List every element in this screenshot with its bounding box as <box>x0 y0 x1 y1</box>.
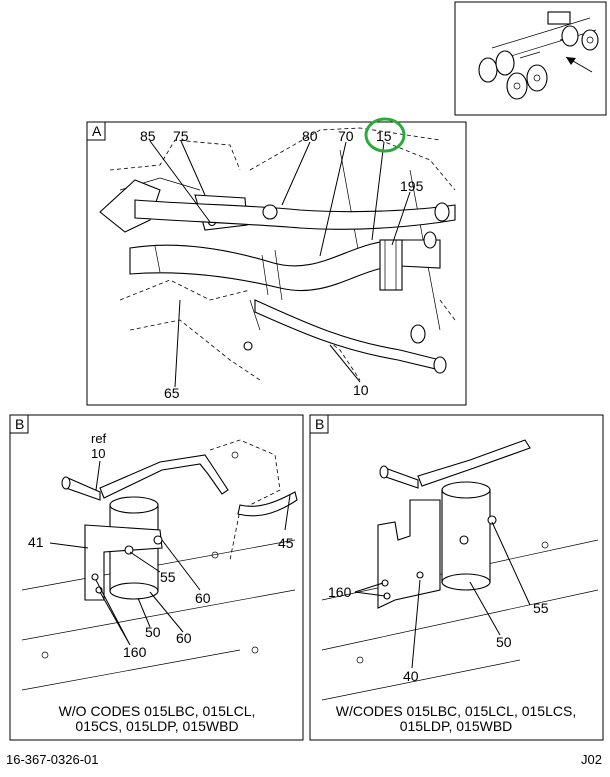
callout-80: 80 <box>302 128 318 144</box>
panel-b-right-caption-line2: 015LDP, 015WBD <box>400 718 513 734</box>
callout-10: 10 <box>353 382 369 398</box>
panel-a-tag-box <box>86 121 106 141</box>
panel-b-left-caption-line2: 015CS, 015LDP, 015WBD <box>75 718 238 734</box>
footer-page-code: J02 <box>581 752 602 767</box>
callout-60-upper: 60 <box>195 590 211 606</box>
callout-70: 70 <box>338 128 354 144</box>
callout-10: 10 <box>91 446 105 461</box>
callout-ref: ref <box>91 431 107 446</box>
panel-a: A 85 75 80 70 15 195 65 <box>86 117 467 406</box>
callout-41: 41 <box>28 534 44 550</box>
footer-part-number: 16-367-0326-01 <box>6 752 99 767</box>
callout-15: 15 <box>376 128 392 144</box>
panel-b-right-tag: B <box>315 416 324 432</box>
callout-55: 55 <box>160 569 176 585</box>
callout-55: 55 <box>533 600 549 616</box>
callout-50: 50 <box>496 634 512 650</box>
panel-b-left-caption-line1: W/O CODES 015LBC, 015LCL, <box>59 703 256 719</box>
callout-50: 50 <box>145 624 161 640</box>
panel-b-right-caption-line1: W/CODES 015LBC, 015LCL, 015LCS, <box>336 703 576 719</box>
callout-75: 75 <box>173 128 189 144</box>
panel-a-tag: A <box>92 123 102 139</box>
highlight-circle-15 <box>364 117 406 153</box>
locator-inset <box>454 1 607 116</box>
callout-160: 160 <box>123 644 147 660</box>
callout-85: 85 <box>140 128 156 144</box>
panel-b-left: B ref 10 41 55 60 45 50 60 160 <box>9 414 304 741</box>
callout-160: 160 <box>328 584 352 600</box>
panel-b-left-tag: B <box>15 416 24 432</box>
panel-b-right: B 160 55 50 40 W/CODES 015LBC, 015LCL, 0… <box>309 414 604 741</box>
callout-60-lower: 60 <box>176 630 192 646</box>
callout-65: 65 <box>164 385 180 401</box>
callout-45: 45 <box>278 535 294 551</box>
callout-40: 40 <box>403 668 419 684</box>
callout-195: 195 <box>400 178 424 194</box>
